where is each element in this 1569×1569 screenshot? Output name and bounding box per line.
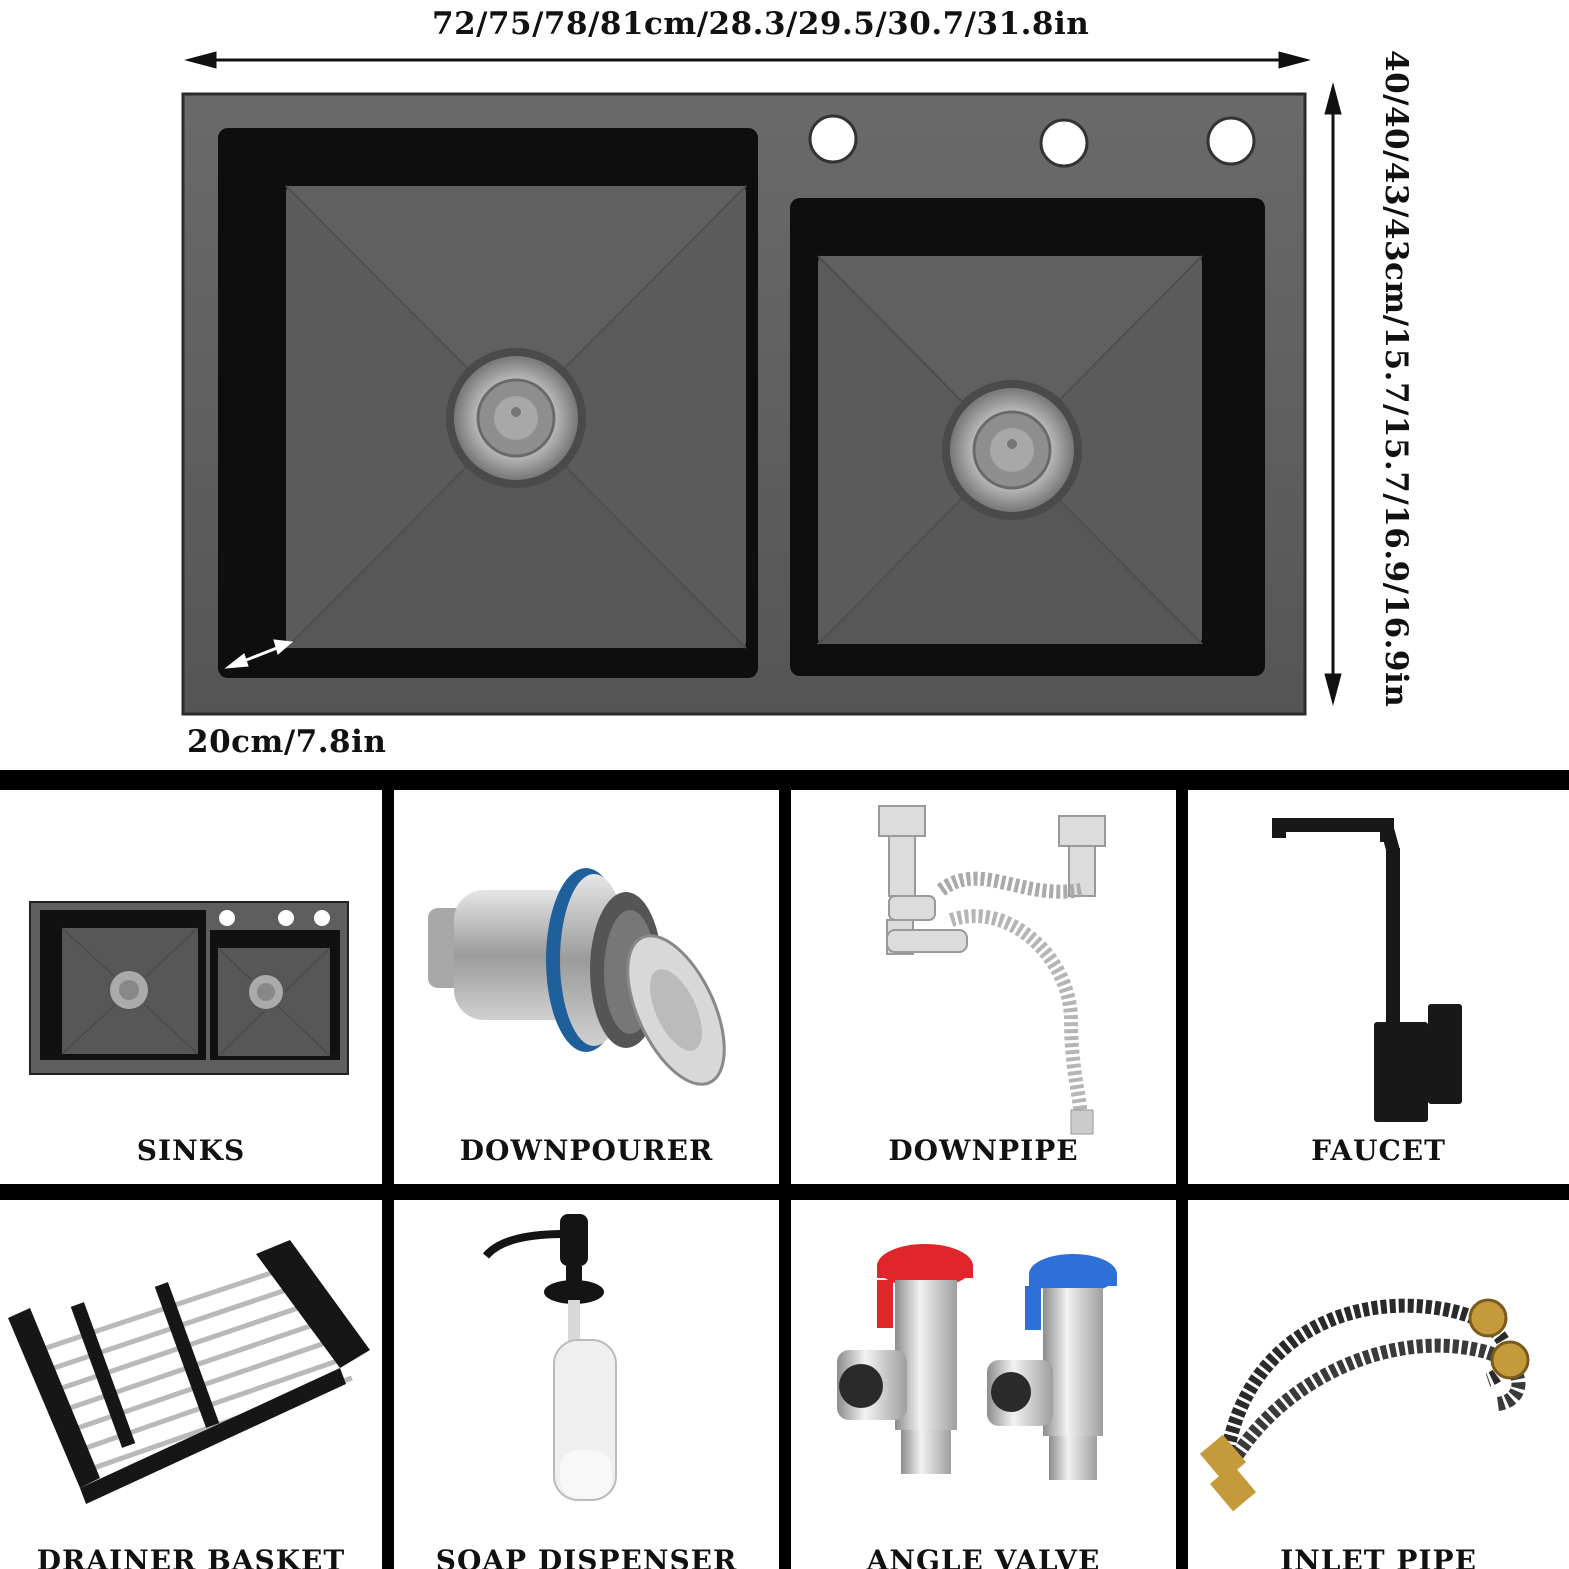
grid-top-divider (0, 770, 1569, 790)
grid-column-divider (779, 790, 791, 1569)
sink-illustration (181, 51, 1342, 716)
basket-icon (8, 1240, 370, 1504)
component-label: SINKS (136, 1134, 246, 1167)
height-dimension-label: 40/40/43/43cm/15.7/15.7/16.9/16.9in (1378, 50, 1414, 708)
component-label: ANGLE VALVE (866, 1544, 1101, 1569)
hose-icon (1199, 1298, 1530, 1512)
width-dimension-label: 72/75/78/81cm/28.3/29.5/30.7/31.8in (432, 6, 1090, 42)
component-card-faucet: FAUCET (1188, 790, 1569, 1184)
grid-column-divider (382, 790, 394, 1569)
component-card-soap-dispenser: SOAP DISPENSER (394, 1200, 779, 1569)
left-basin (218, 128, 758, 678)
component-card-downpipe: DOWNPIPE (791, 790, 1176, 1184)
component-card-drainer-basket: DRAINER BASKET (0, 1200, 382, 1569)
cold-valve (987, 1254, 1117, 1480)
component-label: DOWNPOURER (459, 1134, 714, 1167)
width-arrow (184, 51, 1311, 69)
component-card-downpourer: DOWNPOURER (394, 790, 779, 1184)
faucet-icon (1272, 818, 1462, 1122)
component-label: SOAP DISPENSER (435, 1544, 738, 1569)
depth-dimension-label: 20cm/7.8in (187, 724, 387, 760)
hot-valve (837, 1244, 973, 1474)
soap-dispenser-icon (482, 1214, 617, 1501)
sink-dimension-diagram: 72/75/78/81cm/28.3/29.5/30.7/31.8in 40/4… (0, 0, 1569, 770)
strainer-icon (428, 868, 726, 1086)
faucet-hole (1206, 116, 1256, 166)
height-arrow (1324, 82, 1342, 706)
valve-icon (837, 1244, 1117, 1480)
drain-pipe-icon (878, 805, 1106, 1135)
depth-arrow (224, 639, 294, 669)
component-label: INLET PIPE (1280, 1544, 1477, 1569)
component-label: DOWNPIPE (888, 1134, 1079, 1167)
component-card-sinks: SINKS (0, 790, 382, 1184)
component-card-angle-valve: ANGLE VALVE (791, 1200, 1176, 1569)
component-card-inlet-pipe: INLET PIPE (1188, 1200, 1569, 1569)
right-basin (790, 198, 1265, 676)
component-label: FAUCET (1311, 1134, 1446, 1167)
grid-column-divider (1176, 790, 1188, 1569)
faucet-hole (1039, 118, 1089, 168)
component-label: DRAINER BASKET (36, 1544, 346, 1569)
faucet-hole (808, 114, 858, 164)
sink-icon (29, 901, 349, 1075)
